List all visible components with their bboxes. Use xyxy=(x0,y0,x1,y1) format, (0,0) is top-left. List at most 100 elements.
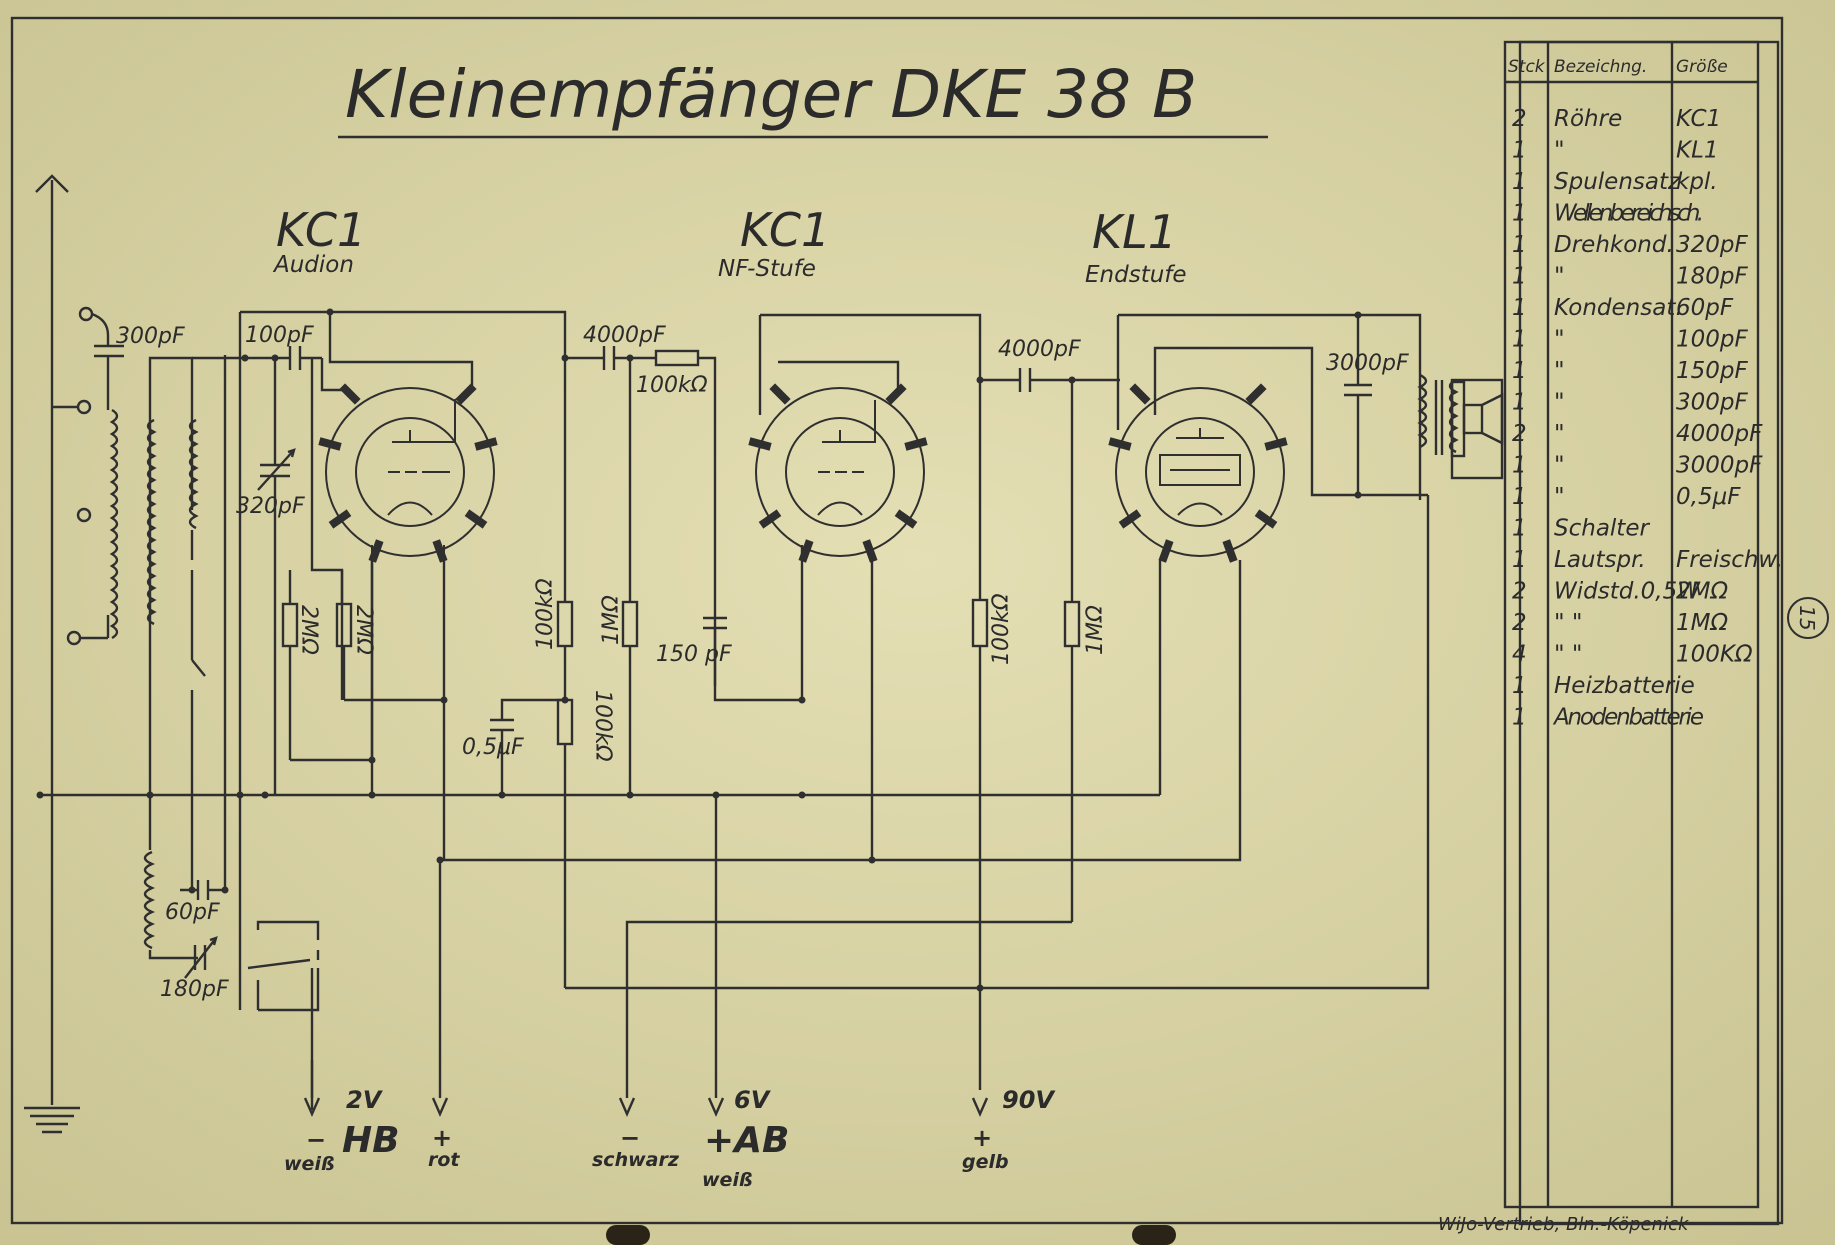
parts-row-qty: 4 xyxy=(1512,642,1527,668)
parts-row-name: " xyxy=(1554,358,1565,384)
label-r-1m-a: 1MΩ xyxy=(599,595,624,645)
parts-row-qty: 2 xyxy=(1512,579,1527,605)
v90-plus: + xyxy=(972,1124,992,1152)
parts-row-size: Freischw. xyxy=(1676,547,1783,573)
parts-row-qty: 2 xyxy=(1512,610,1527,636)
parts-row-name: " xyxy=(1554,264,1565,290)
ab-voltage: 6V xyxy=(734,1086,772,1114)
wiring xyxy=(24,174,1504,1134)
stage-1-tube: KC1 xyxy=(276,203,366,257)
parts-row-qty: 1 xyxy=(1512,327,1527,353)
ab-minus-color: schwarz xyxy=(592,1149,680,1171)
parts-row-size: 320pF xyxy=(1676,232,1748,258)
parts-row-name: " " xyxy=(1554,642,1582,668)
stage-1-role: Audion xyxy=(272,252,354,278)
printer-credit: WiJo-Vertrieb, Bln.-Köpenick xyxy=(1438,1214,1690,1235)
parts-row-name: Schalter xyxy=(1554,516,1650,542)
ab-plus-color: weiß xyxy=(702,1169,753,1191)
parts-header-qty: Stck xyxy=(1508,57,1546,77)
parts-row-qty: 1 xyxy=(1512,390,1527,416)
label-r-100k-d: 100kΩ xyxy=(989,593,1014,665)
parts-header-name: Bezeichng. xyxy=(1554,57,1647,77)
parts-row-size: 3000pF xyxy=(1676,453,1763,479)
label-r-1m-b: 1MΩ xyxy=(1083,605,1108,655)
parts-row-qty: 2 xyxy=(1512,106,1527,132)
parts-row-name: Heizbatterie xyxy=(1554,673,1695,699)
label-c-4000pf-a: 4000pF xyxy=(583,323,666,348)
parts-row-size: 100KΩ xyxy=(1676,642,1753,668)
label-r-2m-a: 2MΩ xyxy=(296,605,321,655)
sheet-number: 15 xyxy=(1795,605,1819,630)
hb-minus-color: weiß xyxy=(284,1153,335,1175)
sheet-number-circle xyxy=(1787,597,1829,639)
parts-row-size: 4000pF xyxy=(1676,421,1763,447)
tube-2-symbol xyxy=(748,383,928,563)
parts-row-qty: 2 xyxy=(1512,421,1527,447)
stage-2-tube: KC1 xyxy=(740,203,830,257)
parts-row-size: 180pF xyxy=(1676,264,1748,290)
label-r-100k-c: 100kΩ xyxy=(590,690,615,762)
parts-row-name: " " xyxy=(1554,610,1582,636)
v90-color: gelb xyxy=(962,1151,1009,1173)
parts-row-qty: 1 xyxy=(1512,673,1527,699)
parts-row-size: KC1 xyxy=(1676,106,1721,132)
parts-row-qty: 1 xyxy=(1512,484,1527,510)
ab-minus: − xyxy=(620,1124,640,1152)
parts-row-qty: 1 xyxy=(1512,295,1527,321)
hb-name: HB xyxy=(342,1120,400,1161)
parts-row-size: 300pF xyxy=(1676,390,1748,416)
parts-row-qty: 1 xyxy=(1512,264,1527,290)
parts-row-name: " xyxy=(1554,138,1565,164)
hb-voltage: 2V xyxy=(346,1086,384,1114)
ab-name: +AB xyxy=(704,1120,789,1161)
stage-3-role: Endstufe xyxy=(1085,262,1187,288)
parts-row-qty: 1 xyxy=(1512,453,1527,479)
parts-row-qty: 1 xyxy=(1512,358,1527,384)
parts-row-name: Kondensat. xyxy=(1554,295,1683,321)
parts-row-qty: 1 xyxy=(1512,705,1527,731)
parts-row-qty: 1 xyxy=(1512,232,1527,258)
label-c-100pf: 100pF xyxy=(245,323,314,348)
parts-row-size: kpl. xyxy=(1676,169,1718,195)
label-c-3000pf: 3000pF xyxy=(1326,351,1409,376)
hb-plus: + xyxy=(432,1124,452,1152)
parts-list xyxy=(1503,40,1780,1226)
label-c-300pf: 300pF xyxy=(116,324,185,349)
label-c-60pf: 60pF xyxy=(165,900,220,925)
label-c-320pf: 320pF xyxy=(236,494,305,519)
parts-row-size: 0,5μF xyxy=(1676,484,1741,510)
parts-row-size: 60pF xyxy=(1676,295,1734,321)
label-c-180pf: 180pF xyxy=(160,977,229,1002)
parts-row-name: Röhre xyxy=(1554,106,1622,132)
parts-row-qty: 1 xyxy=(1512,547,1527,573)
label-c-4000pf-b: 4000pF xyxy=(998,337,1081,362)
parts-row-name: " xyxy=(1554,421,1565,447)
punch-hole-right xyxy=(1132,1225,1176,1245)
parts-row-name: " xyxy=(1554,484,1565,510)
label-r-100k-a: 100kΩ xyxy=(636,373,708,398)
hb-plus-color: rot xyxy=(428,1149,460,1171)
tube-3-symbol xyxy=(1108,383,1288,563)
label-r-2m-b: 2MΩ xyxy=(351,605,376,655)
parts-row-qty: 1 xyxy=(1512,169,1527,195)
label-c-150pf: 150 pF xyxy=(656,642,732,667)
v90-voltage: 90V xyxy=(1002,1086,1056,1114)
parts-row-name: " xyxy=(1554,390,1565,416)
parts-row-name: " xyxy=(1554,327,1565,353)
parts-row-qty: 1 xyxy=(1512,138,1527,164)
parts-row-name: " xyxy=(1554,453,1565,479)
parts-row-name: Widstd.0,5W xyxy=(1554,579,1701,605)
hb-minus: − xyxy=(306,1126,326,1154)
parts-row-name: Anodenbatterie xyxy=(1552,705,1704,731)
diagram-title: Kleinempfänger DKE 38 B xyxy=(345,56,1197,133)
parts-row-size: KL1 xyxy=(1676,138,1719,164)
parts-row-size: 150pF xyxy=(1676,358,1748,384)
parts-row-name: Lautspr. xyxy=(1554,547,1646,573)
parts-row-size: 2MΩ xyxy=(1676,579,1728,605)
label-c-05uf: 0,5μF xyxy=(462,735,524,760)
stage-3-tube: KL1 xyxy=(1092,205,1177,259)
punch-hole-left xyxy=(606,1225,650,1245)
